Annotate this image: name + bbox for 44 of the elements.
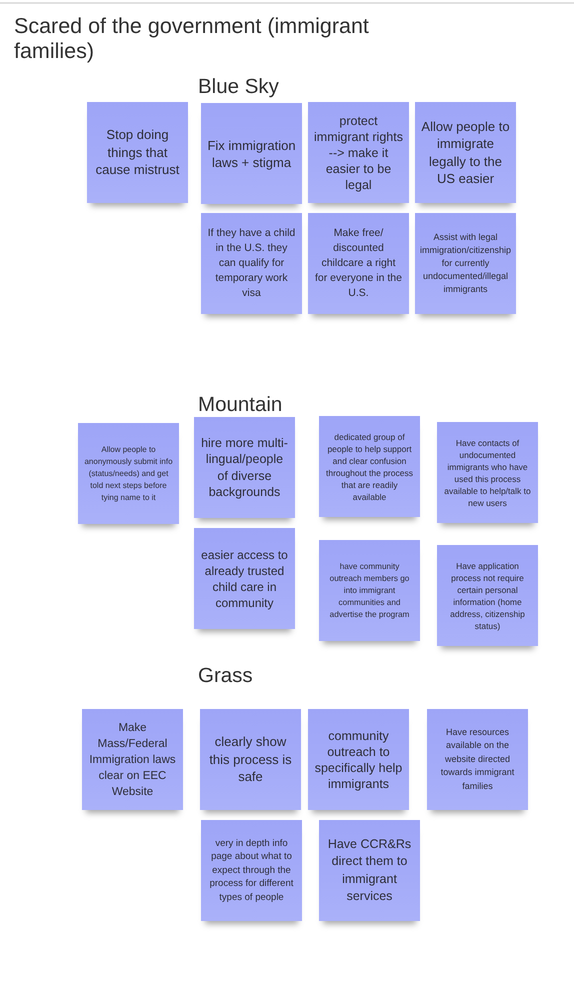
sticky-note	[87, 102, 188, 203]
sticky-note	[415, 213, 516, 314]
note-text: Have CCR&Rs direct them to immigrant services	[326, 836, 412, 905]
sticky-note	[201, 820, 302, 921]
section-heading: Mountain	[198, 393, 282, 416]
note-text: clearly show this process is safe	[208, 733, 293, 786]
sticky-note	[194, 528, 295, 629]
sticky-note	[201, 103, 302, 204]
note-text: Make Mass/Federal Immigration laws clear on EEC Website	[88, 720, 177, 800]
sticky-note	[308, 213, 409, 314]
sticky-note	[319, 416, 420, 517]
note-text: Have application process not require certain personal information (home address, citizenship status)	[449, 560, 526, 632]
note-text: Stop doing things that cause mistrust	[94, 126, 180, 179]
note-text: Make free/ discounted childcare a right for everyone in the U.S.	[314, 226, 403, 301]
section-heading: Grass	[198, 664, 253, 687]
sticky-note	[82, 709, 183, 810]
board-title: Scared of the government (immigrant families)	[14, 14, 370, 64]
sticky-note	[437, 545, 538, 646]
sticky-note	[415, 102, 516, 203]
note-text: have community outreach members go into immigrant communities and advertise the program	[328, 560, 410, 620]
sticky-note	[427, 709, 528, 810]
sticky-note	[200, 709, 301, 810]
sticky-note	[78, 423, 179, 524]
sticky-note	[319, 540, 420, 641]
note-text: Allow people to anonymously submit info (status/needs) and get told next steps before tying name to it	[84, 444, 173, 504]
sticky-note	[437, 422, 538, 523]
note-text: community outreach to specifically help immigrants	[314, 728, 403, 792]
sticky-note	[319, 820, 420, 921]
note-text: very in depth info page about what to expect through the process for different types of people	[208, 836, 294, 904]
note-text: Have resources available on the website directed towards immigrant families	[440, 726, 516, 793]
note-text: Assist with legal immigration/citizenship for currently undocumented/illegal immigrants	[420, 231, 512, 296]
note-text: dedicated group of people to help support and clear confusion throughout the process that are readily available	[325, 430, 414, 502]
note-text: Fix immigration laws + stigma	[207, 136, 296, 170]
section-heading: Blue Sky	[198, 75, 279, 98]
note-text: If they have a child in the U.S. they can qualify for temporary work visa	[207, 226, 296, 301]
note-text: protect immigrant rights --> make it easier to be legal	[314, 112, 403, 192]
sticky-note	[201, 213, 302, 314]
sticky-note	[308, 709, 409, 810]
note-text: easier access to already trusted child care in community	[200, 546, 289, 610]
note-text: hire more multi-lingual/people of diverse backgrounds	[200, 434, 289, 500]
note-text: Have contacts of undocumented immigrants who have used this process available to help/talk to new users	[443, 436, 532, 508]
sticky-note	[308, 102, 409, 203]
sticky-note	[194, 417, 295, 518]
note-text: Allow people to immigrate legally to the US easier	[421, 118, 510, 188]
